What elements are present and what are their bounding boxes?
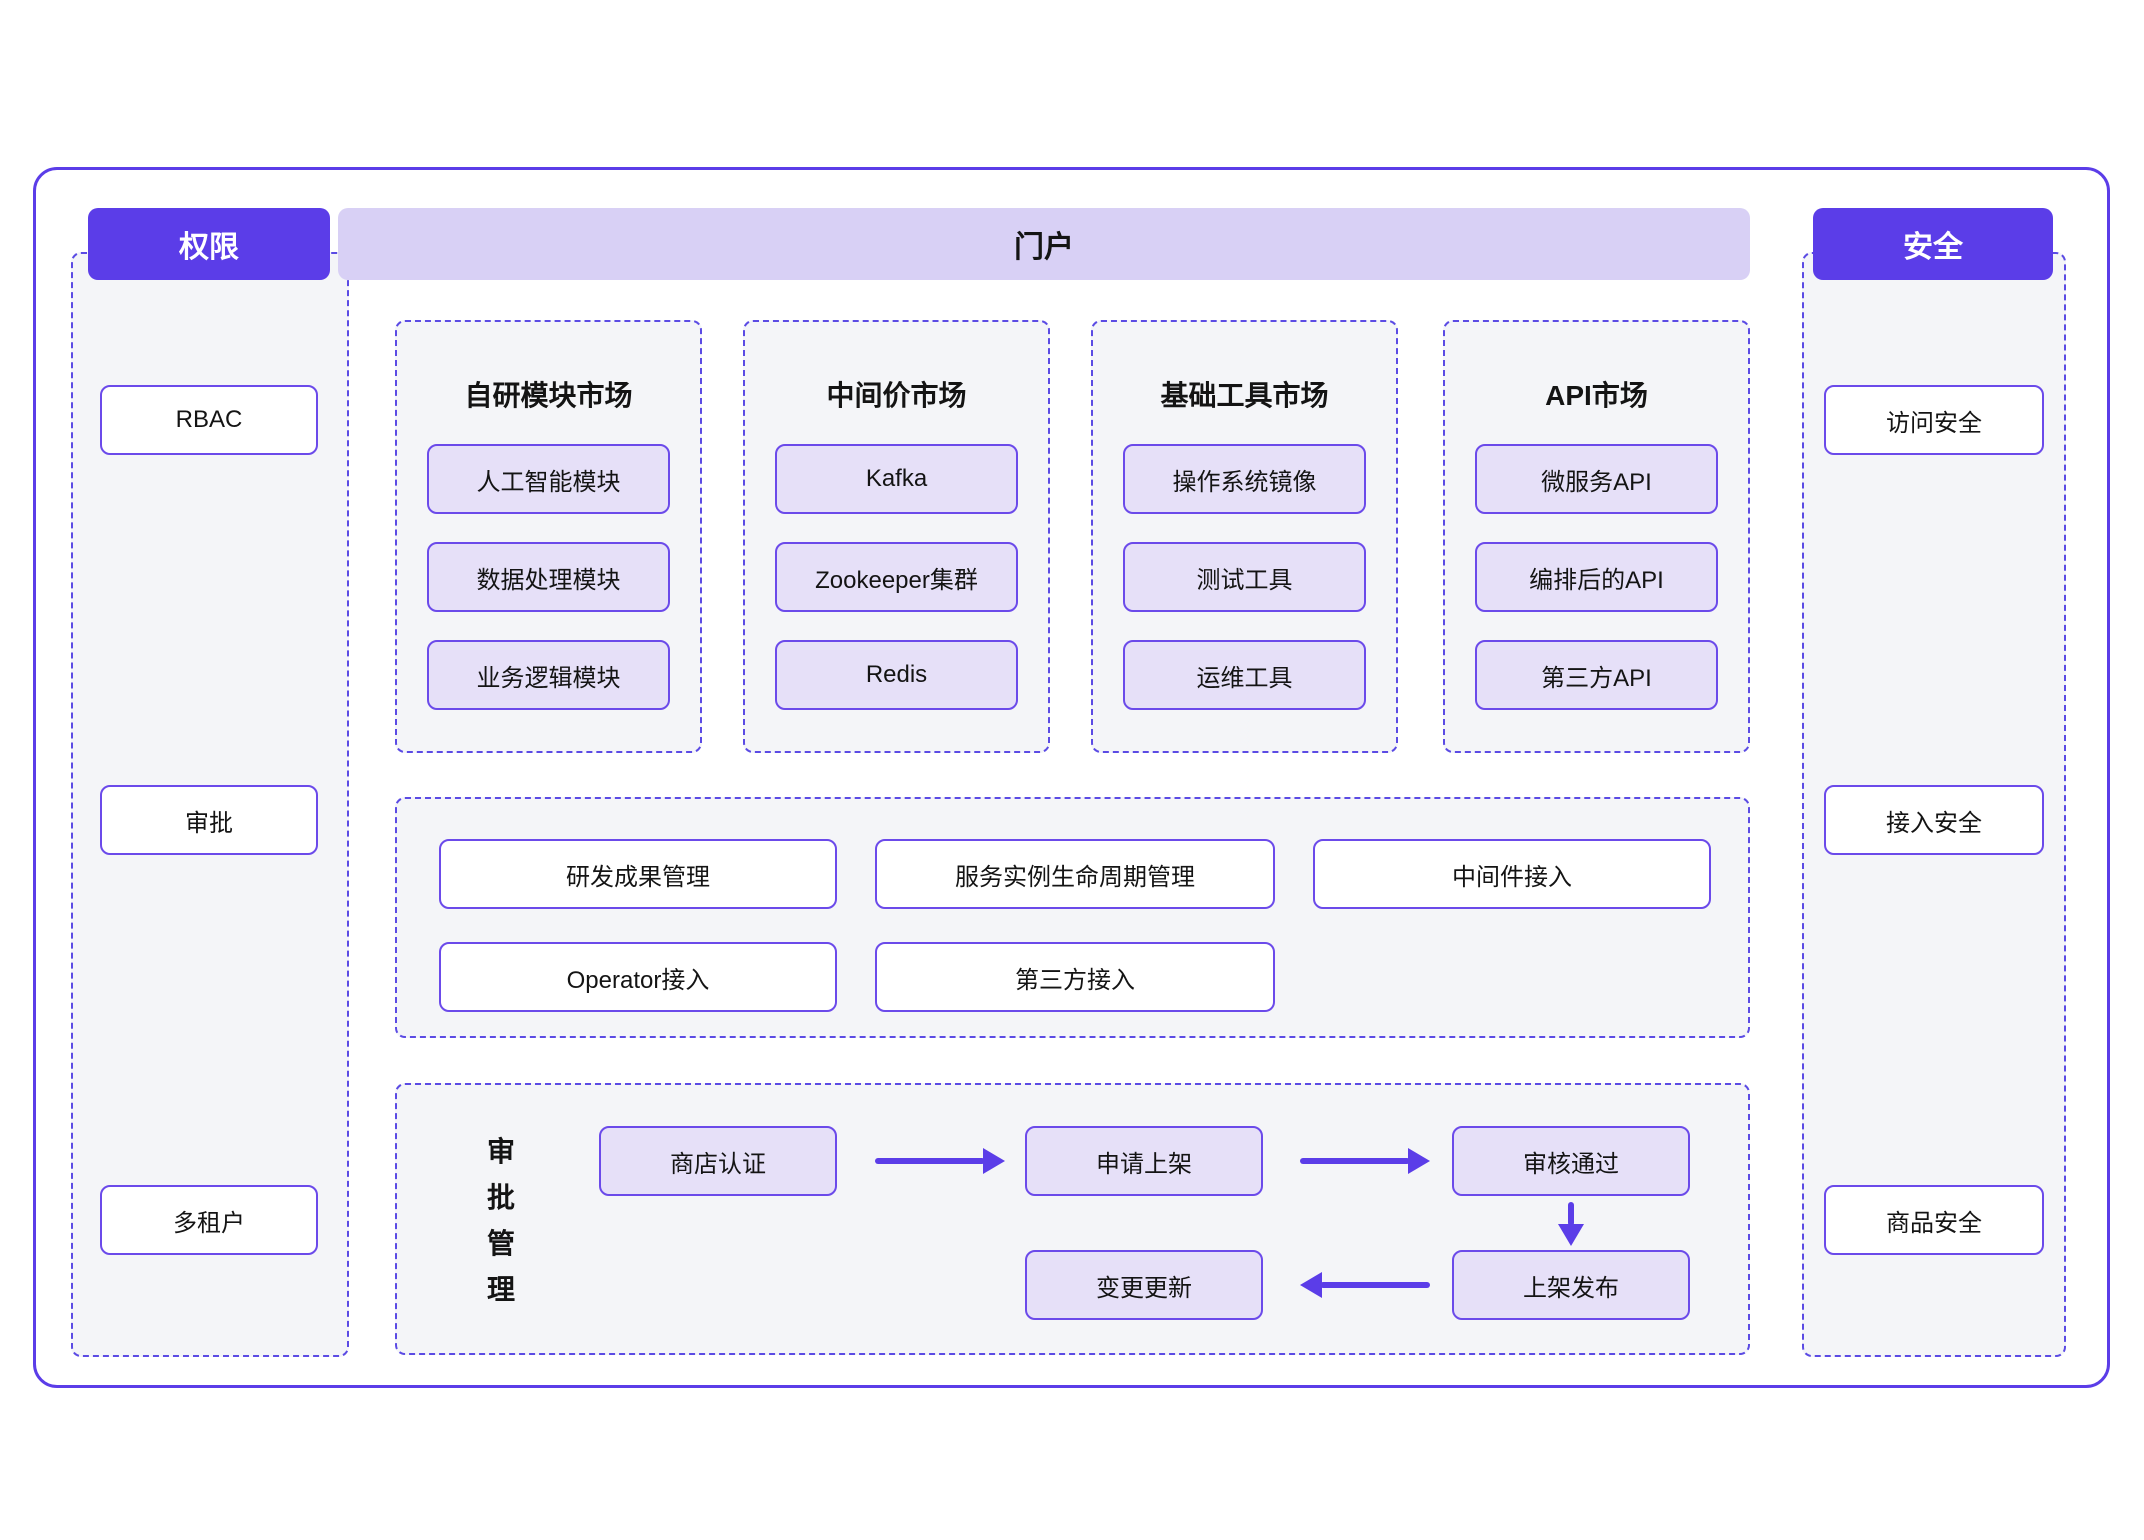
- market-api-title: API市场: [1545, 380, 1648, 411]
- node-product-security-label: 商品安全: [1886, 1209, 1982, 1237]
- arrow-head: [1300, 1272, 1322, 1298]
- node-rd-results-management: 研发成果管理: [439, 839, 837, 909]
- arrow-head: [983, 1148, 1005, 1174]
- node-zookeeper: Zookeeper集群: [775, 542, 1018, 612]
- node-rd-results-management-label: 研发成果管理: [566, 863, 710, 891]
- node-os-image-label: 操作系统镜像: [1172, 468, 1317, 496]
- node-kafka: Kafka: [775, 444, 1018, 514]
- node-zookeeper-label: Zookeeper集群: [815, 566, 978, 594]
- node-middleware-integration-label: 中间件接入: [1452, 863, 1572, 891]
- node-ai-module-label: 人工智能模块: [476, 468, 621, 496]
- node-listing-request: 申请上架: [1025, 1126, 1263, 1196]
- approval-section: 审批管理 商店认证 申请上架 审核通过 上架发布 变更更新: [395, 1083, 1750, 1355]
- node-listing-release: 上架发布: [1452, 1250, 1690, 1320]
- node-third-party-integration-label: 第三方接入: [1015, 966, 1135, 994]
- permissions-header: 权限: [88, 208, 330, 280]
- node-rbac-label: RBAC: [175, 406, 243, 433]
- security-header: 安全: [1813, 208, 2053, 280]
- node-data-processing-module-label: 数据处理模块: [476, 566, 621, 594]
- node-third-party-api: 第三方API: [1475, 640, 1718, 710]
- market-api: API市场 微服务API 编排后的API 第三方API: [1443, 320, 1750, 753]
- market-middleware-title: 中间价市场: [826, 380, 967, 411]
- node-orchestrated-api: 编排后的API: [1475, 542, 1718, 612]
- node-redis-label: Redis: [865, 661, 928, 688]
- node-product-security: 商品安全: [1824, 1185, 2044, 1255]
- node-service-lifecycle-management-label: 服务实例生命周期管理: [955, 863, 1195, 891]
- arrow-head: [1408, 1148, 1430, 1174]
- arrow-shaft: [1300, 1158, 1410, 1164]
- node-access-security-label: 访问安全: [1886, 409, 1982, 437]
- node-approval-label: 审批: [185, 809, 233, 837]
- node-approval: 审批: [100, 785, 318, 855]
- node-review-passed-label: 审核通过: [1523, 1150, 1619, 1178]
- arrow-head: [1558, 1224, 1584, 1246]
- security-title: 安全: [1903, 231, 1963, 264]
- node-rbac: RBAC: [100, 385, 318, 455]
- node-kafka-label: Kafka: [865, 465, 928, 492]
- node-service-lifecycle-management: 服务实例生命周期管理: [875, 839, 1275, 909]
- node-third-party-api-label: 第三方API: [1541, 664, 1652, 692]
- node-business-logic-module: 业务逻辑模块: [427, 640, 670, 710]
- node-redis: Redis: [775, 640, 1018, 710]
- node-access-security: 访问安全: [1824, 385, 2044, 455]
- node-microservice-api-label: 微服务API: [1541, 468, 1652, 496]
- arrow-right-icon: [875, 1148, 1005, 1174]
- approval-section-title: 审批管理: [486, 1136, 515, 1305]
- market-self-developed: 自研模块市场 人工智能模块 数据处理模块 业务逻辑模块: [395, 320, 702, 753]
- arrow-right-icon: [1300, 1148, 1430, 1174]
- market-self-developed-title: 自研模块市场: [464, 380, 633, 411]
- node-ai-module: 人工智能模块: [427, 444, 670, 514]
- node-listing-request-label: 申请上架: [1096, 1150, 1192, 1178]
- node-store-certification-label: 商店认证: [670, 1150, 766, 1178]
- node-change-update: 变更更新: [1025, 1250, 1263, 1320]
- node-business-logic-module-label: 业务逻辑模块: [476, 664, 621, 692]
- market-middleware: 中间价市场 Kafka Zookeeper集群 Redis: [743, 320, 1050, 753]
- node-listing-release-label: 上架发布: [1523, 1274, 1619, 1302]
- arrow-shaft: [1320, 1282, 1430, 1288]
- node-store-certification: 商店认证: [599, 1126, 837, 1196]
- node-microservice-api: 微服务API: [1475, 444, 1718, 514]
- node-multi-tenant: 多租户: [100, 1185, 318, 1255]
- management-section: 研发成果管理 服务实例生命周期管理 中间件接入 Operator接入 第三方接入: [395, 797, 1750, 1038]
- market-basic-tools: 基础工具市场 操作系统镜像 测试工具 运维工具: [1091, 320, 1398, 753]
- node-test-tools-label: 测试工具: [1196, 566, 1293, 594]
- arrow-shaft: [1568, 1202, 1574, 1226]
- arrow-shaft: [875, 1158, 985, 1164]
- node-operator-integration: Operator接入: [439, 942, 837, 1012]
- node-third-party-integration: 第三方接入: [875, 942, 1275, 1012]
- node-orchestrated-api-label: 编排后的API: [1529, 566, 1664, 594]
- node-os-image: 操作系统镜像: [1123, 444, 1366, 514]
- market-basic-tools-title: 基础工具市场: [1160, 380, 1329, 411]
- node-change-update-label: 变更更新: [1096, 1274, 1192, 1302]
- node-review-passed: 审核通过: [1452, 1126, 1690, 1196]
- node-multi-tenant-label: 多租户: [173, 1209, 245, 1237]
- node-integration-security-label: 接入安全: [1886, 809, 1982, 837]
- portal-title: 门户: [1014, 231, 1074, 264]
- node-ops-tools: 运维工具: [1123, 640, 1366, 710]
- arrow-left-icon: [1300, 1272, 1430, 1298]
- node-middleware-integration: 中间件接入: [1313, 839, 1711, 909]
- portal-header: 门户: [338, 208, 1750, 280]
- node-integration-security: 接入安全: [1824, 785, 2044, 855]
- node-test-tools: 测试工具: [1123, 542, 1366, 612]
- permissions-title: 权限: [179, 231, 239, 264]
- node-ops-tools-label: 运维工具: [1196, 664, 1293, 692]
- node-data-processing-module: 数据处理模块: [427, 542, 670, 612]
- arrow-down-icon: [1558, 1202, 1584, 1246]
- node-operator-integration-label: Operator接入: [566, 966, 710, 994]
